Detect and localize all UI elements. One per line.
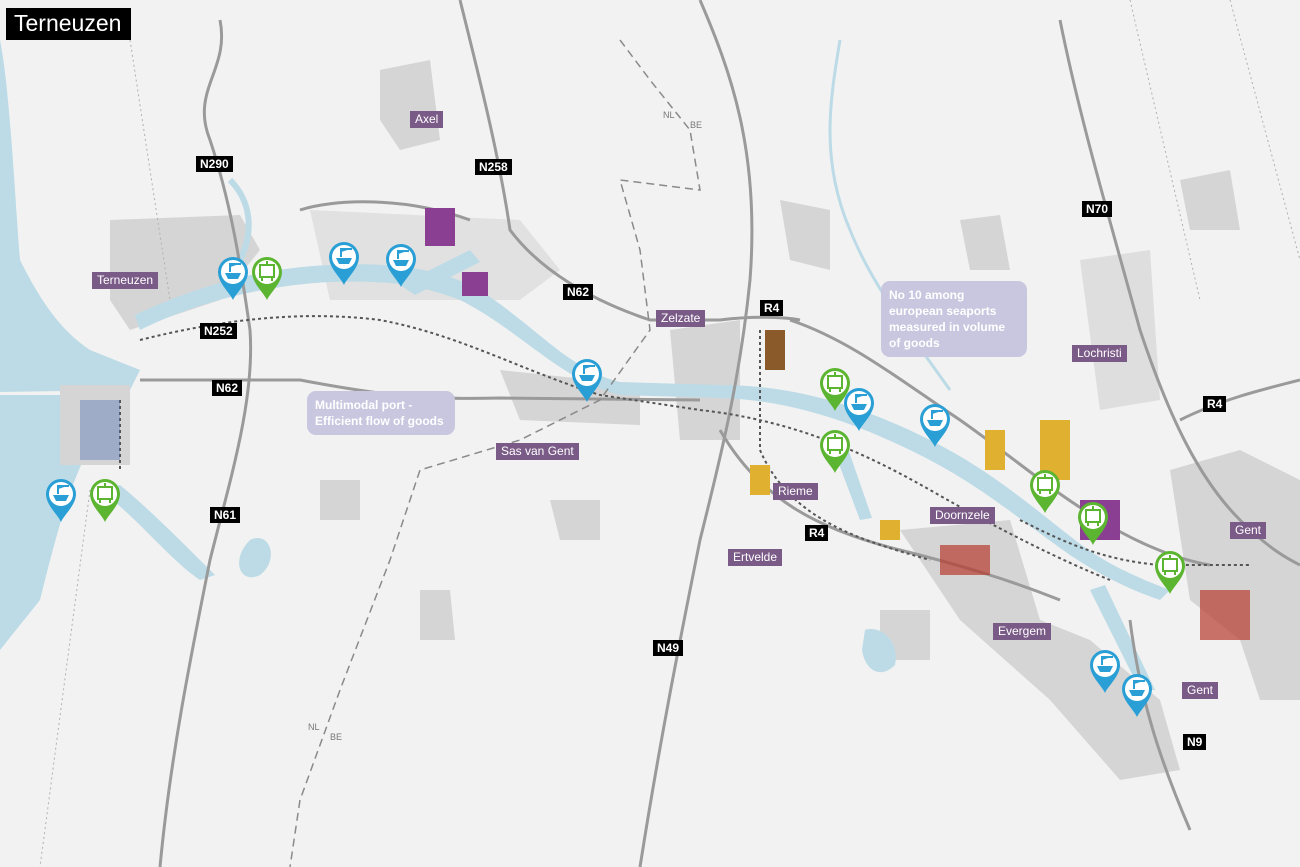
border-label-be: BE: [690, 120, 703, 130]
border-label-nl: NL: [663, 110, 675, 120]
place-label-axel: Axel: [410, 111, 444, 128]
river-3: [239, 538, 271, 578]
green-rail-crane-icon[interactable]: [1153, 549, 1187, 595]
border-label-nl-south: NL: [308, 722, 320, 732]
road-label-n290: N290: [196, 156, 233, 172]
canal-dock-3: [1090, 585, 1155, 690]
canal-dock-1: [400, 250, 480, 295]
green-rail-crane-icon[interactable]: [818, 428, 852, 474]
place-label-gent-north: Gent: [1230, 522, 1267, 539]
callout-seaport-ranking: No 10 among european seaports measured i…: [881, 281, 1027, 357]
place-label-evergem: Evergem: [993, 623, 1052, 640]
border-label-be-south: BE: [330, 732, 343, 742]
place-label-rieme: Rieme: [773, 483, 818, 500]
road-label-n49: N49: [653, 640, 684, 656]
place-label-sas-van-gent: Sas van Gent: [496, 443, 579, 460]
green-rail-crane-icon[interactable]: [1076, 500, 1110, 546]
blue-ship-crane-icon[interactable]: [216, 255, 250, 301]
west-channel: [100, 485, 215, 580]
sea-south: [0, 395, 120, 650]
place-label-ertvelde: Ertvelde: [728, 549, 783, 566]
road-label-n62-west: N62: [212, 380, 243, 396]
map-title: Terneuzen: [6, 8, 132, 40]
national-border: [289, 39, 701, 867]
road-label-n61: N61: [210, 507, 241, 523]
blue-ship-crane-icon[interactable]: [918, 402, 952, 448]
road-label-n62: N62: [563, 284, 594, 300]
road-label-n258: N258: [475, 159, 512, 175]
blue-ship-crane-icon[interactable]: [44, 477, 78, 523]
road-label-r4-east: R4: [1203, 396, 1227, 412]
place-label-zelzate: Zelzate: [656, 310, 706, 327]
road-label-n70: N70: [1082, 201, 1113, 217]
green-rail-crane-icon[interactable]: [1028, 468, 1062, 514]
minor-railways: [39, 0, 1300, 867]
blue-ship-crane-icon[interactable]: [842, 386, 876, 432]
road-label-r4-south: R4: [805, 525, 829, 541]
road-label-n9: N9: [1183, 734, 1207, 750]
blue-ship-crane-icon[interactable]: [1120, 672, 1154, 718]
place-label-lochristi: Lochristi: [1072, 345, 1127, 362]
road-label-r4-north: R4: [760, 300, 784, 316]
urban-areas: [60, 60, 1300, 780]
green-rail-crane-icon[interactable]: [250, 255, 284, 301]
green-rail-crane-icon[interactable]: [88, 477, 122, 523]
blue-ship-crane-icon[interactable]: [1088, 648, 1122, 694]
blue-ship-crane-icon[interactable]: [570, 357, 604, 403]
place-label-doornzele: Doornzele: [930, 507, 995, 524]
callout-multimodal-port: Multimodal port - Efficient flow of good…: [307, 391, 455, 435]
blue-ship-crane-icon[interactable]: [384, 242, 418, 288]
road-label-n252: N252: [200, 323, 237, 339]
lake: [862, 629, 896, 673]
sea: [0, 40, 140, 392]
green-rail-crane-icon[interactable]: [818, 366, 852, 412]
river-1: [227, 177, 252, 262]
place-label-terneuzen: Terneuzen: [92, 272, 159, 289]
place-label-gent-south: Gent: [1182, 682, 1219, 699]
blue-ship-crane-icon[interactable]: [327, 240, 361, 286]
